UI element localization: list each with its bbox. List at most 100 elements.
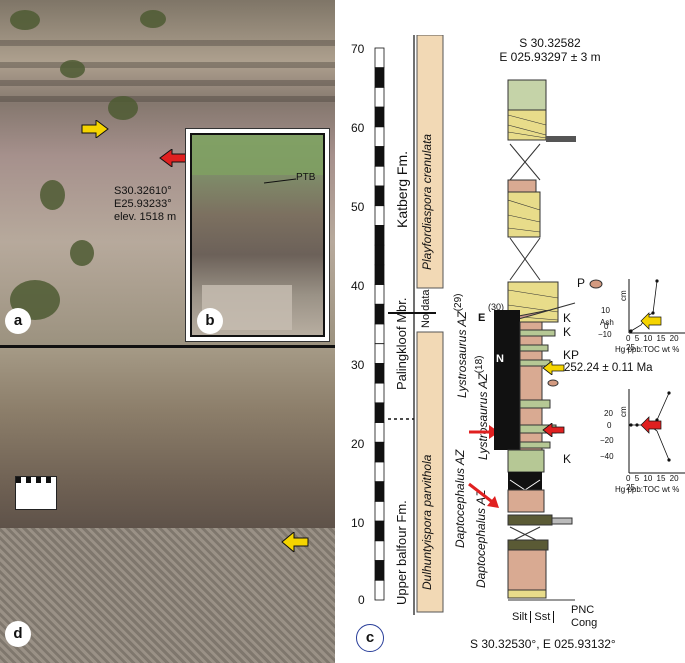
grain-legend: Silt Sst xyxy=(512,611,555,624)
inset-top-ytick: −10 xyxy=(598,330,612,339)
age-label: 252.24 ± 0.11 Ma xyxy=(564,362,653,374)
top-lon: E 025.93297 ± 3 m xyxy=(499,50,601,64)
scale-segment xyxy=(374,47,385,69)
marker-k3: K xyxy=(563,452,572,466)
rock-stratum xyxy=(0,62,335,68)
scale-segment xyxy=(374,284,385,305)
formation-upper-balfour: Upper balfour Fm. xyxy=(394,500,409,605)
photo-d xyxy=(0,348,335,663)
xtick: 25 xyxy=(626,343,635,352)
scale-segment xyxy=(374,441,385,463)
height-scale xyxy=(374,47,385,601)
elevation: elev. 1518 m xyxy=(114,211,177,223)
inset-bottom-xlabel: Hg ppb:TOC wt % xyxy=(615,485,680,494)
palynozone-dulhuntyispora: Dulhuntyispora parvithola xyxy=(420,454,434,590)
scale-segment xyxy=(374,67,385,88)
tick-30: 30 xyxy=(351,358,365,372)
top-lat: S 30.32582 xyxy=(519,36,581,50)
inset-ash-label: Ash xyxy=(600,318,614,327)
bush xyxy=(70,240,94,266)
dapto-az-a: Daptocephalus AZ xyxy=(453,450,467,548)
marker-e: E xyxy=(478,312,486,324)
dapto-az-a-text: Daptocephalus AZ xyxy=(453,449,467,548)
scale-segment xyxy=(374,501,385,522)
scale-segment xyxy=(374,146,385,167)
inset-plot-bottom xyxy=(628,389,685,474)
tick-10: 10 xyxy=(351,516,365,530)
xtick: 15 xyxy=(656,474,666,483)
inset-bottom-ytick: −40 xyxy=(600,452,614,461)
red-arrow-c2 xyxy=(468,482,499,508)
rock-stratum xyxy=(0,80,335,86)
scale-segment xyxy=(374,461,385,483)
scale-segment xyxy=(374,303,385,325)
bush xyxy=(10,10,40,30)
marker-k2: K xyxy=(563,325,572,339)
scale-segment xyxy=(374,520,385,542)
xtick: 0 xyxy=(626,334,631,343)
inset-top-ytick: 0 xyxy=(604,322,609,331)
photo-b xyxy=(190,133,325,337)
xtick: 25 xyxy=(626,483,635,492)
legend-pnc: PNC xyxy=(571,604,595,616)
scale-segment xyxy=(374,402,385,423)
yellow-arrow xyxy=(81,120,109,138)
formation-katberg: Katberg Fm. xyxy=(394,150,410,228)
inset-bottom-xticks: 0 5 10 15 20 25 xyxy=(626,474,685,492)
tick-0: 0 xyxy=(358,593,365,607)
scale-segment xyxy=(374,126,385,147)
xtick: 10 xyxy=(643,474,653,483)
xtick: 0 xyxy=(626,474,631,483)
inset-plot-top xyxy=(628,279,685,334)
scale-segment xyxy=(374,205,385,226)
lystro-az-29-ref: (29) xyxy=(453,293,464,312)
scale-segment xyxy=(374,165,385,187)
bush xyxy=(108,96,138,120)
lystro-az-29: Lystrosaurus AZ(29) xyxy=(453,294,469,399)
xtick: 10 xyxy=(643,334,653,343)
scale-segment xyxy=(374,87,385,108)
formation-palingkloof: Palingkloof Mbr. xyxy=(394,297,409,391)
legend-pnc-cong: PNC Cong xyxy=(571,604,597,630)
xtick: 20 xyxy=(669,334,679,343)
pollen-icon-2 xyxy=(547,379,559,387)
inset-top-xlabel: Hg ppb:TOC wt % xyxy=(615,345,680,354)
cong-bed xyxy=(546,136,576,142)
scale-segment xyxy=(374,264,385,285)
legend-sst: Sst xyxy=(534,611,551,623)
rock-stratum xyxy=(0,96,335,102)
scale-segment xyxy=(374,343,385,364)
bush xyxy=(140,10,166,28)
scale-bar xyxy=(16,477,56,483)
panel-divider xyxy=(0,345,335,348)
scale-segment xyxy=(374,106,385,128)
coordinates-label: S30.32610° E25.93233° elev. 1518 m xyxy=(114,185,176,224)
marker-kp: KP xyxy=(563,348,580,362)
legend-sep xyxy=(553,611,555,624)
scale-segment xyxy=(374,225,385,246)
scale-card xyxy=(15,476,57,510)
legend-cong: Cong xyxy=(571,617,598,629)
longitude: E25.93233° xyxy=(114,198,172,210)
ptb-label: PTB xyxy=(296,172,316,183)
red-arrow-c3 xyxy=(542,423,565,437)
scree xyxy=(0,528,335,663)
scale-segment xyxy=(374,244,385,266)
marker-p: P xyxy=(577,276,586,290)
pollen-icon xyxy=(589,279,603,289)
scale-segment xyxy=(374,540,385,561)
latitude: S30.32610° xyxy=(114,185,172,197)
xtick: 20 xyxy=(669,474,679,483)
bush xyxy=(60,60,85,78)
inset-bottom-ytick: −20 xyxy=(600,436,614,445)
scale-segment xyxy=(374,323,385,345)
inset-bottom-ylabel: cm xyxy=(619,406,628,417)
marker-e-ref: (30) xyxy=(488,302,505,312)
tick-40: 40 xyxy=(351,279,365,293)
inset-bottom-ytick: 0 xyxy=(607,421,612,430)
tick-60: 60 xyxy=(351,121,365,135)
scale-segment xyxy=(374,579,385,601)
xtick: 5 xyxy=(634,334,640,343)
inset-bottom-ytick: 20 xyxy=(604,409,613,418)
scale-segment xyxy=(374,382,385,404)
